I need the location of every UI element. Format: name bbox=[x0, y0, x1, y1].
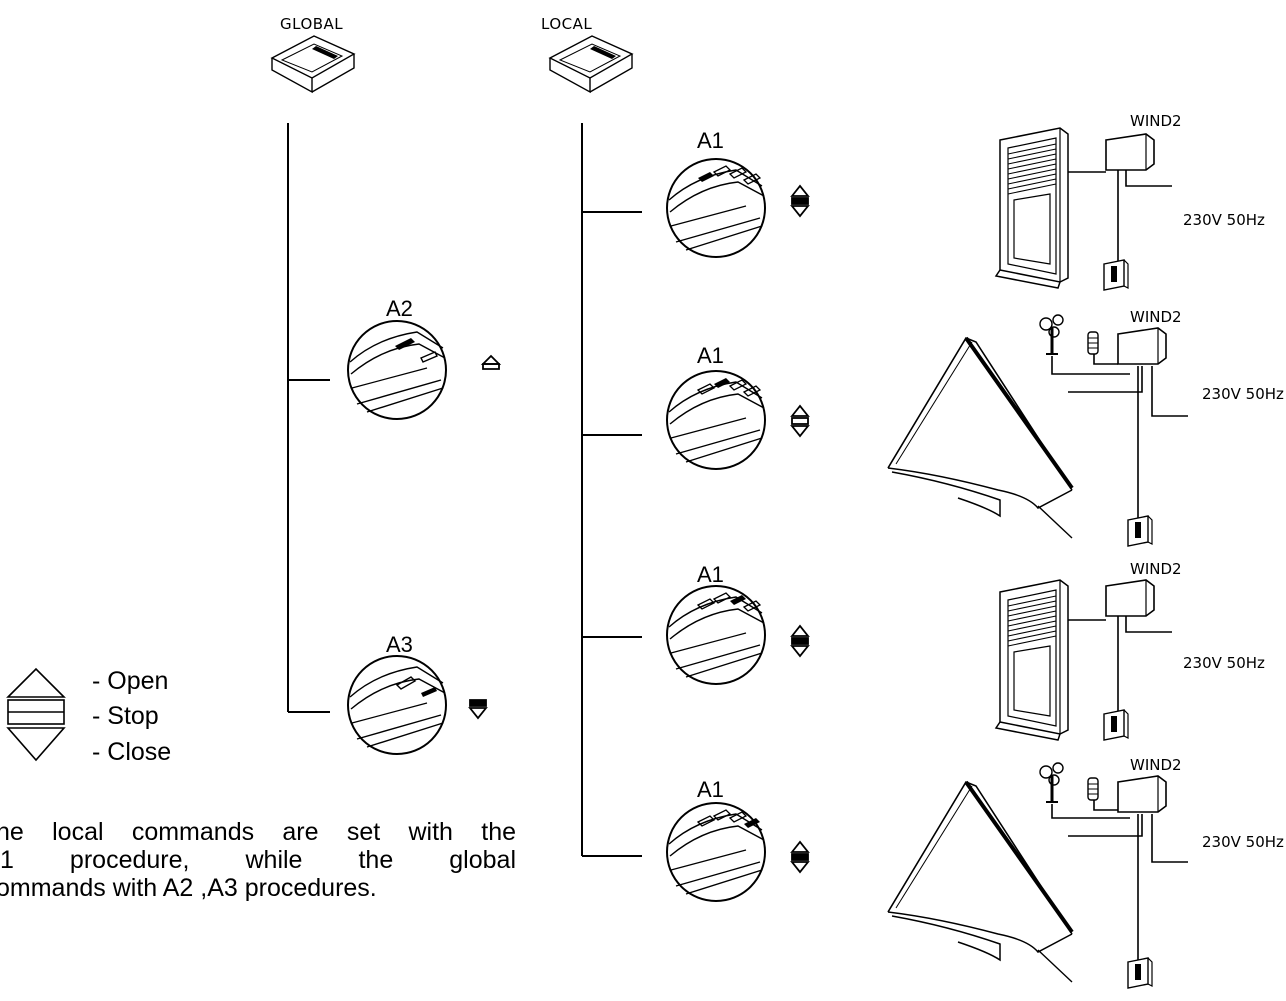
procedure-code-a1-4: A1 bbox=[697, 777, 724, 802]
explanatory-note: he local commands are set with the 1 pro… bbox=[0, 818, 516, 902]
transmitter-detail-a3 bbox=[347, 655, 447, 755]
open-stop-close-icon bbox=[790, 624, 810, 658]
global-label: GLOBAL bbox=[280, 15, 343, 33]
procedure-code-a1-2: A1 bbox=[697, 343, 724, 368]
wind-controller-2 bbox=[1038, 313, 1188, 547]
global-transmitter-icon bbox=[271, 35, 355, 93]
controller-name-2: WIND2 bbox=[1130, 308, 1182, 326]
procedure-code-a2: A2 bbox=[386, 296, 413, 321]
wind-controller-3 bbox=[1068, 579, 1172, 741]
local-label: LOCAL bbox=[541, 15, 592, 33]
awning-1 bbox=[886, 336, 1074, 540]
awning-2 bbox=[886, 780, 1074, 984]
power-supply-3: 230V 50Hz bbox=[1183, 654, 1265, 672]
transmitter-detail-a2 bbox=[347, 320, 447, 420]
transmitter-detail-a1-1 bbox=[666, 158, 766, 258]
legend-open-label: - Open bbox=[92, 667, 168, 695]
local-transmitter-icon bbox=[549, 35, 633, 93]
note-line-3: ommands with A2 ,A3 procedures. bbox=[0, 874, 377, 902]
procedure-code-a1-1: A1 bbox=[697, 128, 724, 153]
legend-close-icon bbox=[6, 727, 66, 762]
controller-name-4: WIND2 bbox=[1130, 756, 1182, 774]
open-arrow-icon bbox=[480, 354, 502, 370]
open-stop-close-icon bbox=[790, 184, 810, 218]
controller-name-3: WIND2 bbox=[1130, 560, 1182, 578]
open-stop-close-icon bbox=[790, 840, 810, 874]
roller-shutter-2 bbox=[995, 579, 1069, 741]
transmitter-detail-a1-4 bbox=[666, 802, 766, 902]
procedure-code-a3: A3 bbox=[386, 632, 413, 657]
power-supply-2: 230V 50Hz bbox=[1202, 385, 1284, 403]
global-bus bbox=[287, 123, 330, 713]
power-supply-1: 230V 50Hz bbox=[1183, 211, 1265, 229]
note-line-1: he local commands are set with the bbox=[0, 818, 516, 846]
open-stop-close-icon bbox=[790, 404, 810, 438]
legend-stop-icon bbox=[7, 699, 65, 725]
controller-name-1: WIND2 bbox=[1130, 112, 1182, 130]
procedure-code-a1-3: A1 bbox=[697, 562, 724, 587]
note-line-2: 1 procedure, while the global bbox=[0, 846, 516, 874]
power-supply-4: 230V 50Hz bbox=[1202, 833, 1284, 851]
wind-controller-1 bbox=[1068, 133, 1172, 291]
wind-controller-4 bbox=[1038, 761, 1188, 989]
legend: - Open - Stop - Close bbox=[6, 667, 171, 766]
legend-stop-label: - Stop bbox=[92, 702, 159, 730]
transmitter-detail-a1-2 bbox=[666, 370, 766, 470]
legend-close-label: - Close bbox=[92, 738, 171, 766]
local-bus bbox=[581, 123, 642, 857]
legend-open-icon bbox=[6, 667, 66, 698]
transmitter-detail-a1-3 bbox=[666, 585, 766, 685]
roller-shutter-1 bbox=[995, 127, 1069, 289]
close-arrow-icon bbox=[468, 699, 488, 720]
